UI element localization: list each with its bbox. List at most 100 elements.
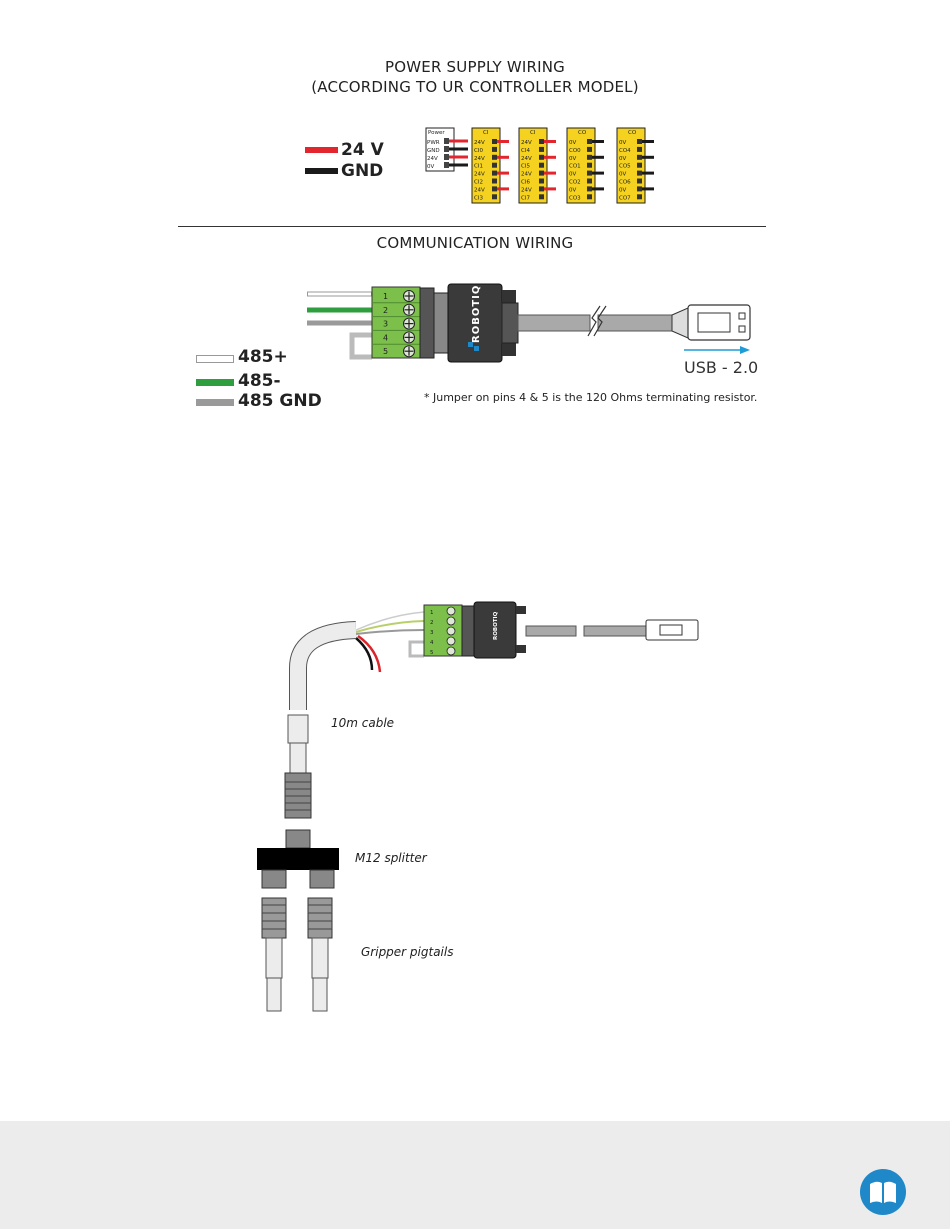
terminal-row-label: CI3 bbox=[474, 195, 483, 201]
pigtail-cable bbox=[312, 977, 328, 1012]
legend-485minus-label: 485- bbox=[238, 371, 281, 391]
terminal-row-label: CI6 bbox=[521, 180, 530, 186]
usb-label: USB - 2.0 bbox=[684, 358, 759, 377]
terminal-pin bbox=[539, 139, 544, 144]
terminal-row-label: CI7 bbox=[521, 195, 530, 201]
cable-break bbox=[587, 305, 601, 337]
terminal-pin bbox=[539, 194, 544, 200]
splitter-output bbox=[261, 869, 287, 889]
terminal-pin bbox=[637, 146, 642, 152]
terminal-pin bbox=[637, 178, 642, 184]
power-block-row-label: 24V bbox=[427, 156, 438, 162]
terminal-row-label: 0V bbox=[569, 140, 576, 146]
connector-screw-small bbox=[516, 645, 526, 653]
jumper-note: * Jumper on pins 4 & 5 is the 120 Ohms t… bbox=[424, 391, 758, 404]
brand-label-small: ROBOTIQ bbox=[493, 611, 499, 640]
arrow-right-icon-head bbox=[740, 346, 750, 354]
wire-485minus-small bbox=[355, 620, 425, 633]
cable-strain-relief bbox=[289, 742, 307, 774]
terminal-pin bbox=[492, 186, 497, 192]
legend-485gnd-swatch bbox=[196, 399, 234, 406]
book-icon[interactable] bbox=[860, 1169, 906, 1215]
terminal-block-header: CI bbox=[530, 130, 536, 136]
terminal-row-label: 24V bbox=[474, 172, 485, 178]
jumper-wire bbox=[349, 332, 372, 360]
jumper-small bbox=[408, 640, 424, 658]
terminal-pin bbox=[587, 139, 592, 144]
terminal-pin bbox=[492, 178, 497, 184]
terminal-row-label: 0V bbox=[569, 172, 576, 178]
terminal-pin bbox=[637, 162, 642, 168]
legend-485plus-label: 485+ bbox=[238, 347, 288, 367]
terminal-pin bbox=[492, 139, 497, 144]
pin-number-small: 2 bbox=[430, 620, 434, 626]
wire-485gnd-small bbox=[355, 629, 425, 635]
terminal-pin bbox=[492, 170, 497, 176]
power-block-header: Power bbox=[428, 130, 445, 136]
terminal-pin bbox=[539, 162, 544, 168]
brand-label: ROBOTIQ bbox=[471, 285, 482, 343]
terminal-pin bbox=[587, 154, 592, 160]
power-subtitle: (ACCORDING TO UR CONTROLLER MODEL) bbox=[311, 78, 639, 96]
legend-485plus-swatch bbox=[196, 355, 234, 363]
pin-number-small: 4 bbox=[430, 640, 434, 646]
legend-gnd-label: GND bbox=[341, 161, 384, 181]
power-block-pin bbox=[444, 138, 449, 144]
terminal-row-label: CI2 bbox=[474, 180, 483, 186]
pigtail-cable bbox=[266, 977, 282, 1012]
terminal-pin bbox=[637, 194, 642, 200]
terminal-pin bbox=[587, 178, 592, 184]
terminal-pin bbox=[587, 186, 592, 192]
terminal-row-label: CI1 bbox=[474, 164, 483, 170]
legend-485minus-swatch bbox=[196, 379, 234, 386]
terminal-block-header: CO bbox=[628, 130, 637, 136]
terminal-pin bbox=[637, 170, 642, 176]
terminal-row-label: 0V bbox=[619, 140, 626, 146]
cable-caption: 10m cable bbox=[331, 716, 395, 730]
usb-cable-small bbox=[583, 625, 647, 637]
terminal-pin bbox=[492, 162, 497, 168]
terminal-row-label: 24V bbox=[521, 172, 532, 178]
terminal-row-label: 24V bbox=[521, 156, 532, 162]
terminal-pin bbox=[539, 178, 544, 184]
wire-gnd-small bbox=[355, 637, 374, 671]
pigtail-caption: Gripper pigtails bbox=[361, 945, 454, 959]
terminal-pin bbox=[587, 194, 592, 200]
screw-icon-small bbox=[446, 616, 456, 626]
terminal-pin bbox=[637, 186, 642, 192]
connector-screw bbox=[502, 290, 516, 303]
usb-plug-window bbox=[697, 312, 731, 333]
terminal-pin bbox=[539, 154, 544, 160]
connector-plate-small bbox=[461, 605, 475, 657]
terminal-pin bbox=[637, 139, 642, 144]
power-terminal-diagram: PowerPWRGND24V0VCI24VCI024VCI124VCI224VC… bbox=[425, 127, 654, 204]
power-title: POWER SUPPLY WIRING bbox=[385, 58, 565, 76]
terminal-row-label: CI4 bbox=[521, 148, 530, 154]
terminal-row-label: CO4 bbox=[619, 148, 631, 154]
power-block-row-label: 0V bbox=[427, 164, 434, 170]
wire-24v-small bbox=[357, 634, 382, 673]
power-block-pin bbox=[444, 162, 449, 168]
terminal-row-label: 24V bbox=[474, 156, 485, 162]
terminal-row-label: CO6 bbox=[619, 180, 631, 186]
terminal-row-label: 24V bbox=[521, 187, 532, 193]
pin-number: 3 bbox=[383, 320, 388, 329]
page-footer bbox=[0, 1121, 950, 1229]
connector-body-small bbox=[473, 601, 517, 659]
terminal-row-label: 0V bbox=[619, 172, 626, 178]
terminal-block-header: CO bbox=[578, 130, 587, 136]
terminal-row-label: 24V bbox=[474, 187, 485, 193]
terminal-row-label: CO0 bbox=[569, 148, 581, 154]
power-block-row-label: PWR bbox=[427, 140, 440, 146]
pin-number: 5 bbox=[383, 347, 388, 356]
splitter-output bbox=[309, 869, 335, 889]
terminal-row-label: CO2 bbox=[569, 180, 581, 186]
pin-number: 2 bbox=[383, 306, 388, 315]
main-cable-lower bbox=[287, 714, 309, 744]
terminal-row-label: CI0 bbox=[474, 148, 483, 154]
terminal-row-label: 0V bbox=[619, 156, 626, 162]
terminal-row-label: 0V bbox=[619, 187, 626, 193]
terminal-pin bbox=[539, 170, 544, 176]
pigtail-boot bbox=[265, 937, 283, 979]
